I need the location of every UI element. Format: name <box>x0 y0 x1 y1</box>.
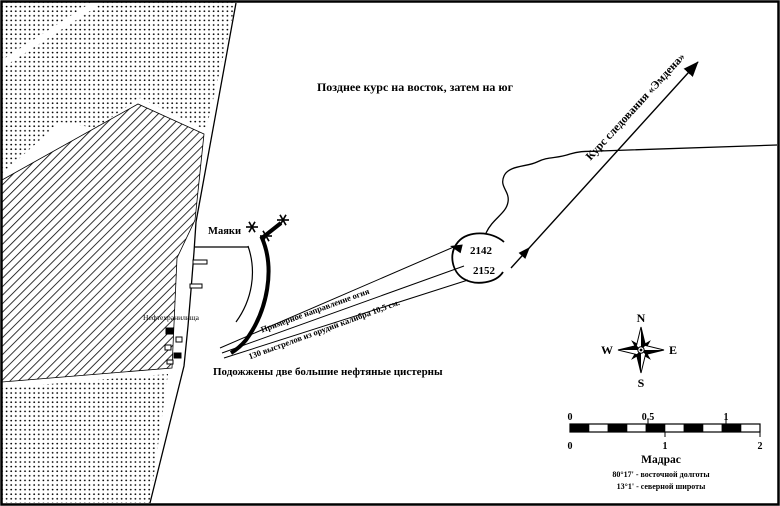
ship-loop <box>451 232 505 284</box>
land-hatched <box>1 103 205 383</box>
land-north-dotted <box>2 2 236 174</box>
scale-bar-ticks <box>647 419 761 437</box>
oil-tank <box>164 344 172 351</box>
scale-bar-segments <box>569 423 761 433</box>
location-latitude: 13°1' - северной широты <box>617 482 706 491</box>
compass-east-label: E <box>669 343 677 357</box>
location-name: Мадрас <box>641 454 681 466</box>
fire-line <box>223 279 469 359</box>
land-south-dotted <box>2 374 168 503</box>
course-line <box>510 61 699 269</box>
lighthouse-stars <box>246 214 289 242</box>
scale-top-tick-1: 1 <box>724 412 729 423</box>
oil-tank <box>175 336 183 343</box>
scale-bottom-tick-2: 2 <box>758 441 763 452</box>
compass-main-star-shading <box>618 327 664 373</box>
burned-tanks-label: Подожжены две большие нефтяные цистерны <box>213 366 443 378</box>
course-arrowhead <box>518 247 530 259</box>
scale-bar: 0 0.5 1 0 1 2 <box>568 412 763 452</box>
coastline-group <box>149 2 283 504</box>
oil-tanks <box>164 327 183 365</box>
scale-top-tick-0: 0 <box>568 412 573 423</box>
compass-south-label: S <box>638 376 645 390</box>
lighthouse-star-icon <box>277 214 289 226</box>
compass-rose: N S W E <box>601 311 677 390</box>
loop-time-lower: 2152 <box>473 265 496 277</box>
scale-bottom-tick-1: 1 <box>663 441 668 452</box>
oil-tank <box>166 359 174 365</box>
fire-line <box>219 245 457 349</box>
oil-storage-label: Нефтехранилища <box>143 313 200 322</box>
location-longitude: 80°17' - восточной долготы <box>612 470 710 479</box>
land-corner-dotted <box>2 2 92 60</box>
scale-top-tick-05: 0.5 <box>642 412 655 423</box>
lighthouses-label: Маяки <box>208 226 241 237</box>
breakwater-inner <box>235 245 254 323</box>
scale-bottom-tick-0: 0 <box>568 441 573 452</box>
harbor-pier <box>192 259 208 265</box>
loop-time-upper: 2142 <box>470 245 493 257</box>
breakwater-outer <box>229 221 283 355</box>
approach-track <box>485 144 778 234</box>
compass-west-label: W <box>601 343 613 357</box>
later-course-note: Позднее курс на восток, затем на юг <box>317 80 514 94</box>
compass-hub-dot <box>639 348 643 352</box>
lighthouse-star-icon <box>246 221 258 233</box>
coastline <box>149 2 237 504</box>
oil-tank <box>165 327 174 335</box>
oil-tank <box>173 352 182 359</box>
compass-north-label: N <box>637 311 646 325</box>
fire-direction-lines <box>219 245 469 359</box>
location-caption: Мадрас 80°17' - восточной долготы 13°1' … <box>612 454 710 491</box>
fire-line <box>221 265 465 354</box>
lighthouse-star-icon <box>260 230 272 242</box>
harbor-pier <box>189 283 203 289</box>
loop-arrowhead <box>450 244 463 254</box>
land-areas <box>1 2 236 503</box>
